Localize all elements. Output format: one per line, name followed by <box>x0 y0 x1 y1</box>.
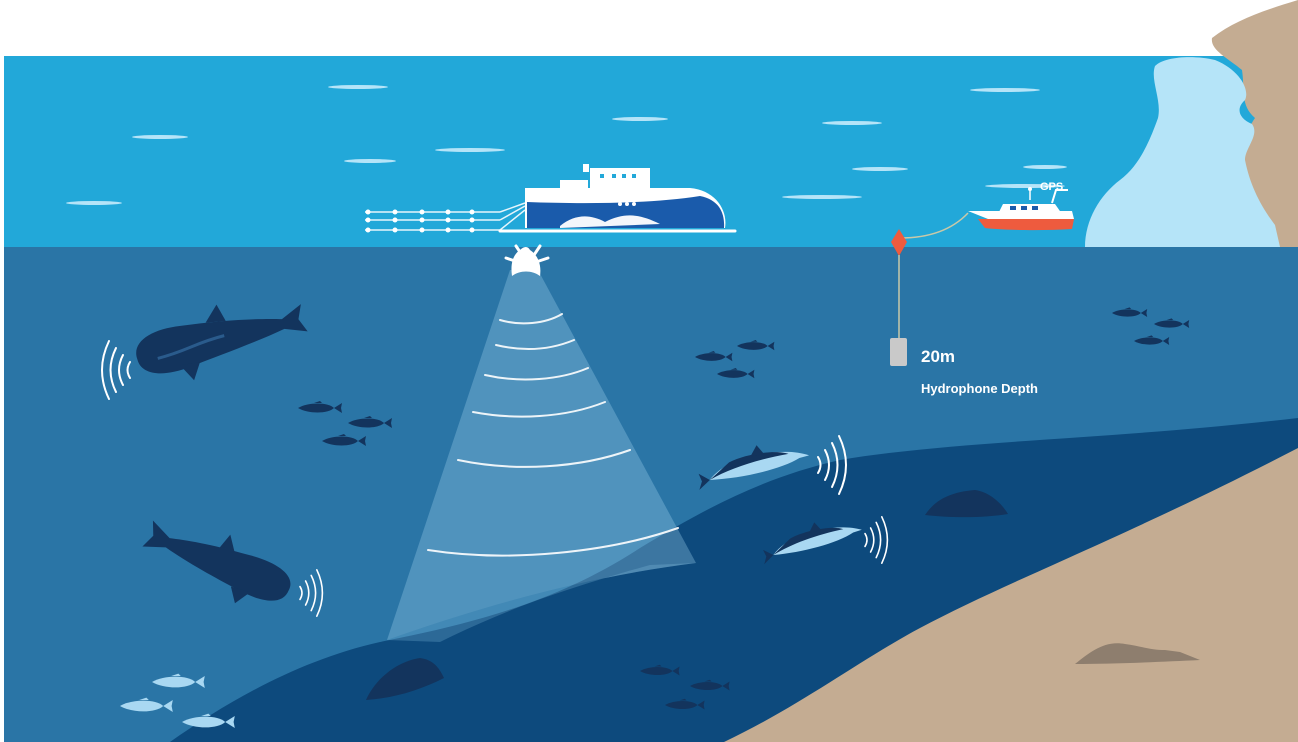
hydrophone-icon <box>890 338 907 366</box>
research-vessel-icon <box>498 164 737 233</box>
surface-streaks <box>66 85 1067 205</box>
rock-icon <box>366 658 444 700</box>
rock-icon <box>1075 643 1200 664</box>
pilot-whale-icon <box>142 520 291 604</box>
boat-tether <box>899 212 969 239</box>
dolphin-icon <box>763 522 862 565</box>
hydrophone-depth-caption: Hydrophone Depth <box>921 381 1038 396</box>
pilot-whale-icon <box>136 304 308 381</box>
gps-label: GPS <box>1040 181 1063 193</box>
surface-buoy-icon <box>891 229 907 256</box>
seabed-coast <box>724 448 1298 742</box>
echosounder-transducer-icon <box>504 244 550 276</box>
towed-hydrophone-array-icon <box>365 202 526 233</box>
hydrophone-depth-value: 20m <box>921 347 955 366</box>
glacier-icon <box>1085 57 1280 247</box>
coastal-cliff <box>1211 0 1298 247</box>
small-boat-icon <box>968 187 1074 231</box>
dolphin-icon <box>698 445 810 490</box>
rock-icon <box>925 490 1008 518</box>
sonar-beam <box>387 270 696 642</box>
